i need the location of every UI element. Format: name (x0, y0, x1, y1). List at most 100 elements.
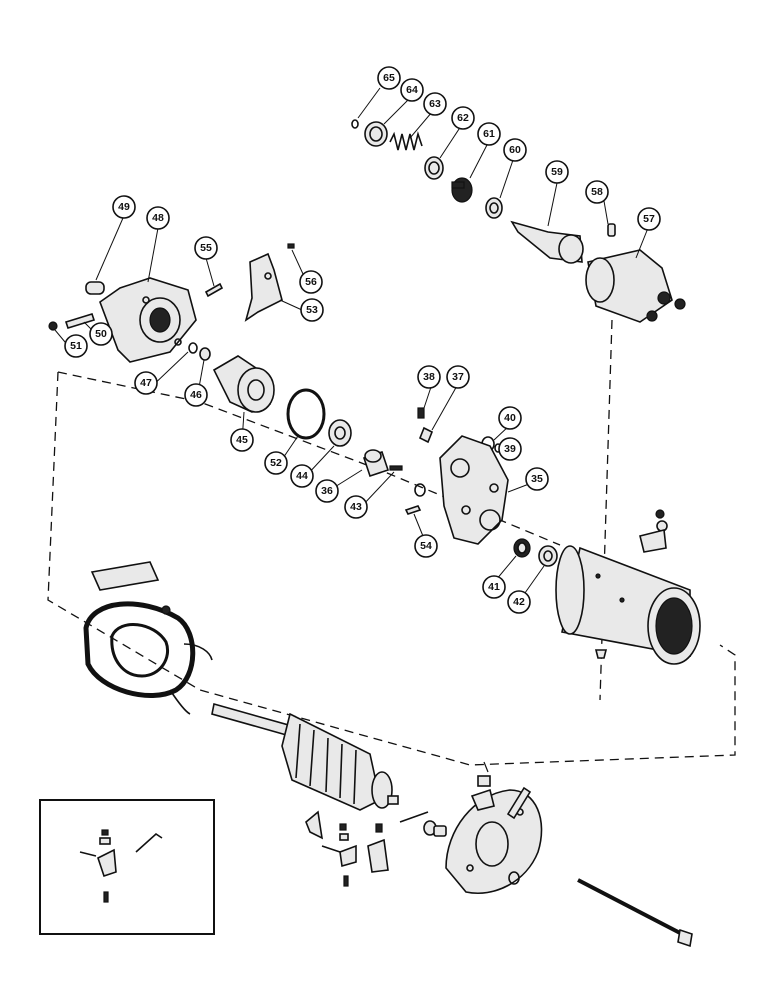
svg-text:56: 56 (305, 276, 317, 288)
through-bolt (577, 878, 693, 948)
field-coil-assembly (83, 561, 213, 715)
callout-44: 44 (290, 464, 314, 488)
callout-56: 56 (299, 270, 323, 294)
callout-55: 55 (194, 236, 218, 260)
part-58-screw (607, 223, 616, 237)
callout-51: 51 (64, 334, 88, 358)
callout-57: 57 (637, 207, 661, 231)
callout-49: 49 (112, 195, 136, 219)
callout-60: 60 (503, 138, 527, 162)
svg-text:49: 49 (118, 201, 130, 213)
svg-text:51: 51 (70, 340, 82, 352)
part-57-solenoid (585, 249, 686, 323)
part-42-washer (538, 545, 558, 567)
svg-text:40: 40 (504, 412, 516, 424)
frame-terminal-hardware (594, 509, 668, 659)
part-60-washer (485, 197, 503, 219)
svg-text:35: 35 (531, 473, 543, 485)
svg-text:47: 47 (140, 377, 152, 389)
part-47-washer (188, 342, 198, 354)
part-61-contact-disc (451, 177, 473, 203)
callout-47: 47 (134, 371, 158, 395)
svg-text:60: 60 (509, 144, 521, 156)
part-51-nut (48, 321, 58, 331)
part-65-retainer (351, 119, 359, 129)
callout-54: 54 (414, 534, 438, 558)
svg-text:57: 57 (643, 213, 655, 225)
callout-38: 38 (417, 365, 441, 389)
svg-text:55: 55 (200, 242, 212, 254)
svg-text:61: 61 (483, 128, 495, 140)
svg-text:43: 43 (350, 501, 362, 513)
callout-39: 39 (498, 437, 522, 461)
svg-text:37: 37 (452, 371, 464, 383)
svg-text:44: 44 (296, 470, 308, 482)
callout-50: 50 (89, 322, 113, 346)
svg-text:62: 62 (457, 112, 469, 124)
svg-text:64: 64 (406, 84, 418, 96)
part-56-screw (287, 243, 295, 249)
svg-text:42: 42 (513, 596, 525, 608)
part-63-spring (389, 131, 423, 151)
callout-48: 48 (146, 206, 170, 230)
callout-36: 36 (315, 479, 339, 503)
svg-text:50: 50 (95, 328, 107, 340)
part-46-ring (199, 347, 211, 361)
callout-62: 62 (451, 106, 475, 130)
svg-text:45: 45 (236, 434, 248, 446)
part-62-washer (424, 156, 444, 180)
part-52-o-ring (286, 388, 326, 440)
part-44-washer (328, 419, 352, 447)
callout-45: 45 (230, 428, 254, 452)
svg-text:65: 65 (383, 72, 395, 84)
svg-text:59: 59 (551, 166, 563, 178)
callout-41: 41 (482, 575, 506, 599)
part-64-cup (364, 121, 388, 147)
part-53-shift-lever (244, 252, 283, 322)
part-49-bushing (85, 281, 105, 295)
part-41-bearing (513, 538, 531, 558)
callout-46: 46 (184, 383, 208, 407)
solenoid-dashed-axis (599, 319, 613, 701)
brush-hardware (305, 761, 532, 887)
callout-52: 52 (264, 451, 288, 475)
part-59-plunger (510, 220, 584, 264)
callout-65: 65 (377, 66, 401, 90)
svg-text:63: 63 (429, 98, 441, 110)
svg-text:39: 39 (504, 443, 516, 455)
callout-43: 43 (344, 495, 368, 519)
svg-text:41: 41 (488, 581, 500, 593)
callout-58: 58 (585, 180, 609, 204)
part-38-screw (417, 407, 425, 419)
inset-detail-box (39, 799, 215, 935)
callout-59: 59 (545, 160, 569, 184)
svg-text:58: 58 (591, 186, 603, 198)
callout-53: 53 (300, 298, 324, 322)
svg-text:48: 48 (152, 212, 164, 224)
part-35-center-housing (439, 435, 509, 545)
part-55-pin (204, 282, 224, 298)
part-48-drive-housing (99, 277, 197, 363)
part-50-pin (64, 313, 96, 329)
part-43-screw (389, 465, 403, 471)
armature (211, 702, 399, 811)
commutator-end-plate (445, 789, 543, 894)
svg-text:36: 36 (321, 485, 333, 497)
part-45-drive-clutch (212, 355, 275, 413)
part-54-pin (404, 483, 426, 515)
svg-text:54: 54 (420, 540, 432, 552)
callout-35: 35 (525, 467, 549, 491)
part-36-bushing (362, 449, 390, 478)
callout-40: 40 (498, 406, 522, 430)
svg-text:53: 53 (306, 304, 318, 316)
part-37-pin (418, 426, 434, 444)
svg-text:52: 52 (270, 457, 282, 469)
motor-frame (555, 545, 701, 665)
assembly-dashed-outline (47, 371, 736, 766)
svg-text:46: 46 (190, 389, 202, 401)
svg-text:38: 38 (423, 371, 435, 383)
callout-42: 42 (507, 590, 531, 614)
callout-61: 61 (477, 122, 501, 146)
callout-64: 64 (400, 78, 424, 102)
callout-37: 37 (446, 365, 470, 389)
